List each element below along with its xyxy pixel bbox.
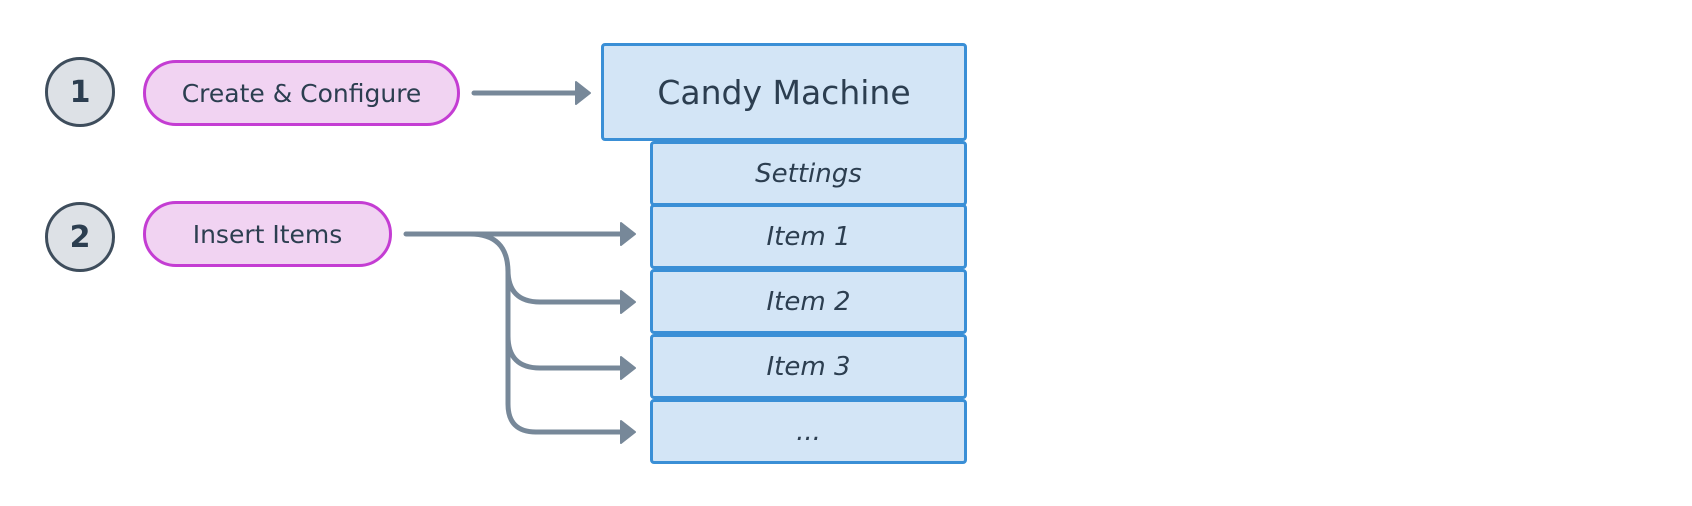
candy-machine-box: Candy Machine	[601, 43, 967, 141]
arrowhead-item-3	[620, 356, 636, 380]
create-configure-label: Create & Configure	[143, 60, 460, 126]
settings-row: Settings	[650, 141, 967, 206]
item-1-row: Item 1	[650, 204, 967, 269]
arrow-insert-to-item-2	[505, 267, 631, 305]
arrowhead-more	[620, 420, 636, 444]
item-2-row: Item 2	[650, 269, 967, 334]
arrowhead-create	[575, 81, 591, 105]
arrow-insert-to-item-3	[505, 333, 631, 371]
more-items-row: ...	[650, 399, 967, 464]
arrowhead-item-2	[620, 290, 636, 314]
arrowhead-item-1	[620, 222, 636, 246]
arrow-trunk	[467, 231, 539, 435]
step-number-1: 1	[45, 57, 115, 127]
step-number-2: 2	[45, 202, 115, 272]
item-3-row: Item 3	[650, 334, 967, 399]
insert-items-label: Insert Items	[143, 201, 392, 267]
